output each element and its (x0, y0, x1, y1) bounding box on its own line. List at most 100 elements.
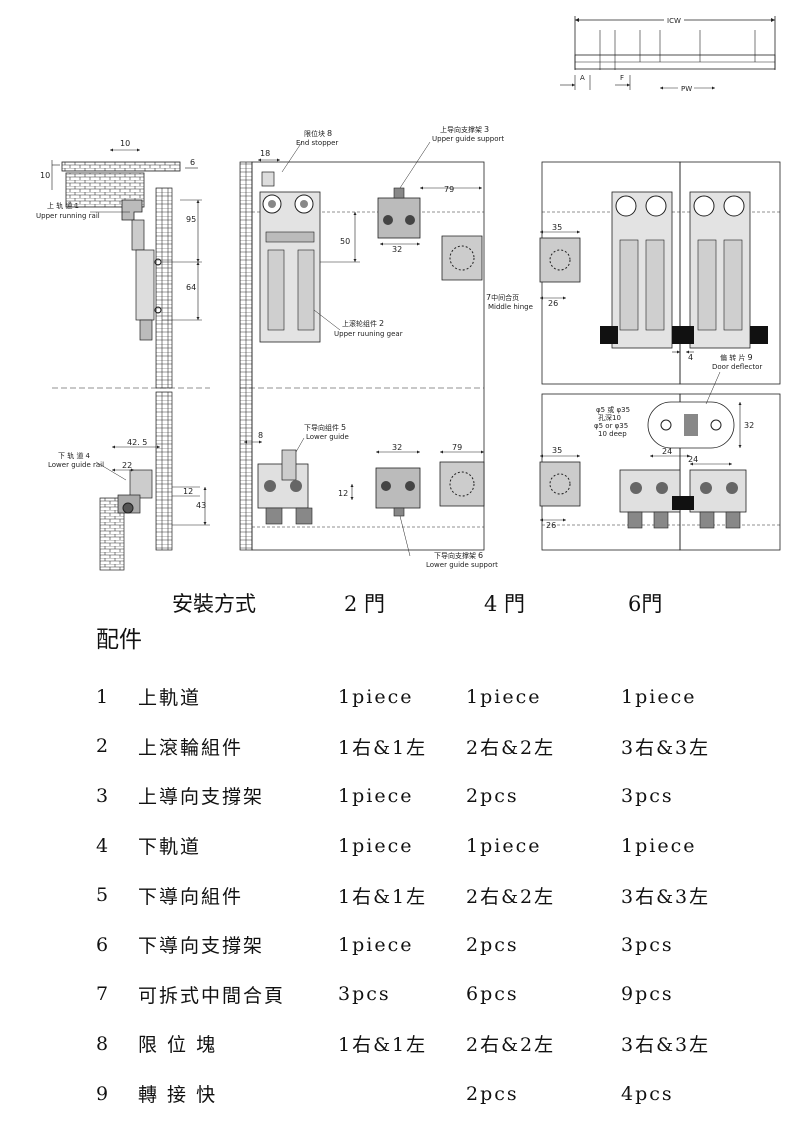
dim-26-bottom: 26 (546, 521, 556, 530)
qty-2-doors: 1右&1左 (338, 885, 428, 908)
parts-title: 配件 (96, 627, 142, 653)
qty-2-doors: 1右&1左 (338, 1034, 428, 1057)
part-number: 4 (96, 834, 109, 857)
upper-gear-label-en: Upper ruuning gear (334, 330, 403, 338)
dim-12-left: 12 (183, 487, 193, 496)
dim-42-5: 42. 5 (127, 438, 147, 447)
qty-4-doors: 2右&2左 (466, 736, 556, 759)
dim-43: 43 (196, 501, 206, 510)
lower-guide-label-en: Lower guide (306, 433, 349, 441)
table-row: 6 下導向支撐架 1piece 2pcs 3pcs (88, 920, 761, 970)
dim-35-bottom: 35 (552, 446, 562, 455)
table-row: 9 轉 接 快 2pcs 4pcs (88, 1069, 761, 1119)
qty-6-doors: 9pcs (621, 983, 674, 1006)
install-col-2-doors: 2 門 (344, 592, 386, 616)
qty-6-doors: 3右&3左 (621, 736, 711, 759)
table-row: 7 可拆式中間合頁 3pcs 6pcs 9pcs (88, 970, 761, 1020)
qty-4-doors: 2pcs (466, 933, 519, 956)
dim-10-top: 10 (120, 139, 130, 148)
plan-view: ICW A F PW (560, 14, 776, 93)
technical-drawing: ICW A F PW (36, 14, 781, 571)
qty-4-doors: 2pcs (466, 1082, 519, 1105)
qty-2-doors: 1piece (338, 685, 414, 708)
qty-2-doors: 1piece (338, 784, 414, 807)
qty-2-doors (338, 1069, 466, 1119)
dim-4: 4 (688, 353, 693, 362)
table-row: 2 上滾輪組件 1右&1左 2右&2左 3右&3左 (88, 722, 761, 772)
dim-79-bottom: 79 (452, 443, 462, 452)
qty-2-doors: 1piece (338, 933, 414, 956)
dim-24-a: 24 (662, 447, 672, 456)
part-number: 1 (96, 685, 109, 708)
part-name: 限 位 塊 (138, 1034, 218, 1057)
upper-support-label-en: Upper guide support (432, 135, 504, 143)
dim-18: 18 (260, 149, 270, 158)
part-number: 9 (96, 1082, 109, 1105)
hinge-label-en: Middle hinge (488, 303, 533, 311)
parts-table: 1 上軌道 1piece 1piece 1piece 2 上滾輪組件 1右&1左… (88, 672, 761, 1118)
icw-label: ICW (667, 17, 681, 25)
qty-6-doors: 1piece (621, 834, 697, 857)
qty-6-doors: 4pcs (621, 1082, 674, 1105)
table-row: 4 下軌道 1piece 1piece 1piece (88, 821, 761, 871)
qty-4-doors: 2pcs (466, 784, 519, 807)
dim-32-top: 32 (392, 245, 402, 254)
table-row: 8 限 位 塊 1右&1左 2右&2左 3右&3左 (88, 1019, 761, 1069)
lower-support-label-en: Lower guide support (426, 561, 498, 569)
install-method-row: 安裝方式 2 門 4 門 6門 (0, 588, 800, 618)
dim-32-right: 32 (744, 421, 754, 430)
dim-12-middle: 12 (338, 489, 348, 498)
table-row: 5 下導向組件 1右&1左 2右&2左 3右&3左 (88, 870, 761, 920)
dim-79-top: 79 (444, 185, 454, 194)
f-label: F (620, 74, 624, 82)
qty-4-doors: 2右&2左 (466, 885, 556, 908)
note-line-4: 10 deep (598, 430, 627, 438)
end-stopper-label-en: End stopper (296, 139, 338, 147)
part-number: 5 (96, 884, 109, 907)
install-col-4-doors: 4 門 (484, 592, 526, 616)
part-name: 上導向支撐架 (138, 786, 265, 809)
qty-6-doors: 3右&3左 (621, 1034, 711, 1057)
part-name: 下導向組件 (138, 885, 244, 908)
qty-2-doors: 3pcs (338, 983, 391, 1006)
part-number: 2 (96, 735, 109, 758)
qty-6-doors: 3右&3左 (621, 885, 711, 908)
dim-95: 95 (186, 215, 196, 224)
qty-6-doors: 3pcs (621, 784, 674, 807)
install-col-6-doors: 6門 (628, 592, 663, 616)
dim-26-top: 26 (548, 299, 558, 308)
install-method-label: 安裝方式 (172, 592, 256, 616)
dim-22: 22 (122, 461, 132, 470)
qty-4-doors: 6pcs (466, 983, 519, 1006)
part-name: 上滾輪組件 (138, 736, 244, 759)
note-line-2: 孔深10 (598, 413, 621, 422)
dim-8: 8 (258, 431, 263, 440)
hinge-label-cn: 7中间合页 (486, 293, 519, 302)
part-number: 3 (96, 784, 109, 807)
table-row: 1 上軌道 1piece 1piece 1piece (88, 672, 761, 722)
part-name: 可拆式中間合頁 (138, 984, 286, 1007)
part-name: 轉 接 快 (138, 1084, 218, 1107)
part-number: 7 (96, 983, 109, 1006)
qty-4-doors: 1piece (466, 834, 542, 857)
dim-24-b: 24 (688, 455, 698, 464)
part-name: 上軌道 (138, 687, 202, 710)
qty-2-doors: 1右&1左 (338, 736, 428, 759)
table-row: 3 上導向支撐架 1piece 2pcs 3pcs (88, 771, 761, 821)
a-label: A (580, 74, 585, 82)
dim-6: 6 (190, 158, 195, 167)
part-name: 下導向支撐架 (138, 935, 265, 958)
qty-6-doors: 1piece (621, 685, 697, 708)
qty-4-doors: 1piece (466, 685, 542, 708)
part-number: 6 (96, 933, 109, 956)
note-line-1: φ5 或 φ35 (596, 405, 630, 414)
note-line-3: φ5 or φ35 (594, 422, 628, 430)
deflector-label-en: Door deflector (712, 363, 762, 371)
dim-50: 50 (340, 237, 350, 246)
qty-6-doors: 3pcs (621, 933, 674, 956)
